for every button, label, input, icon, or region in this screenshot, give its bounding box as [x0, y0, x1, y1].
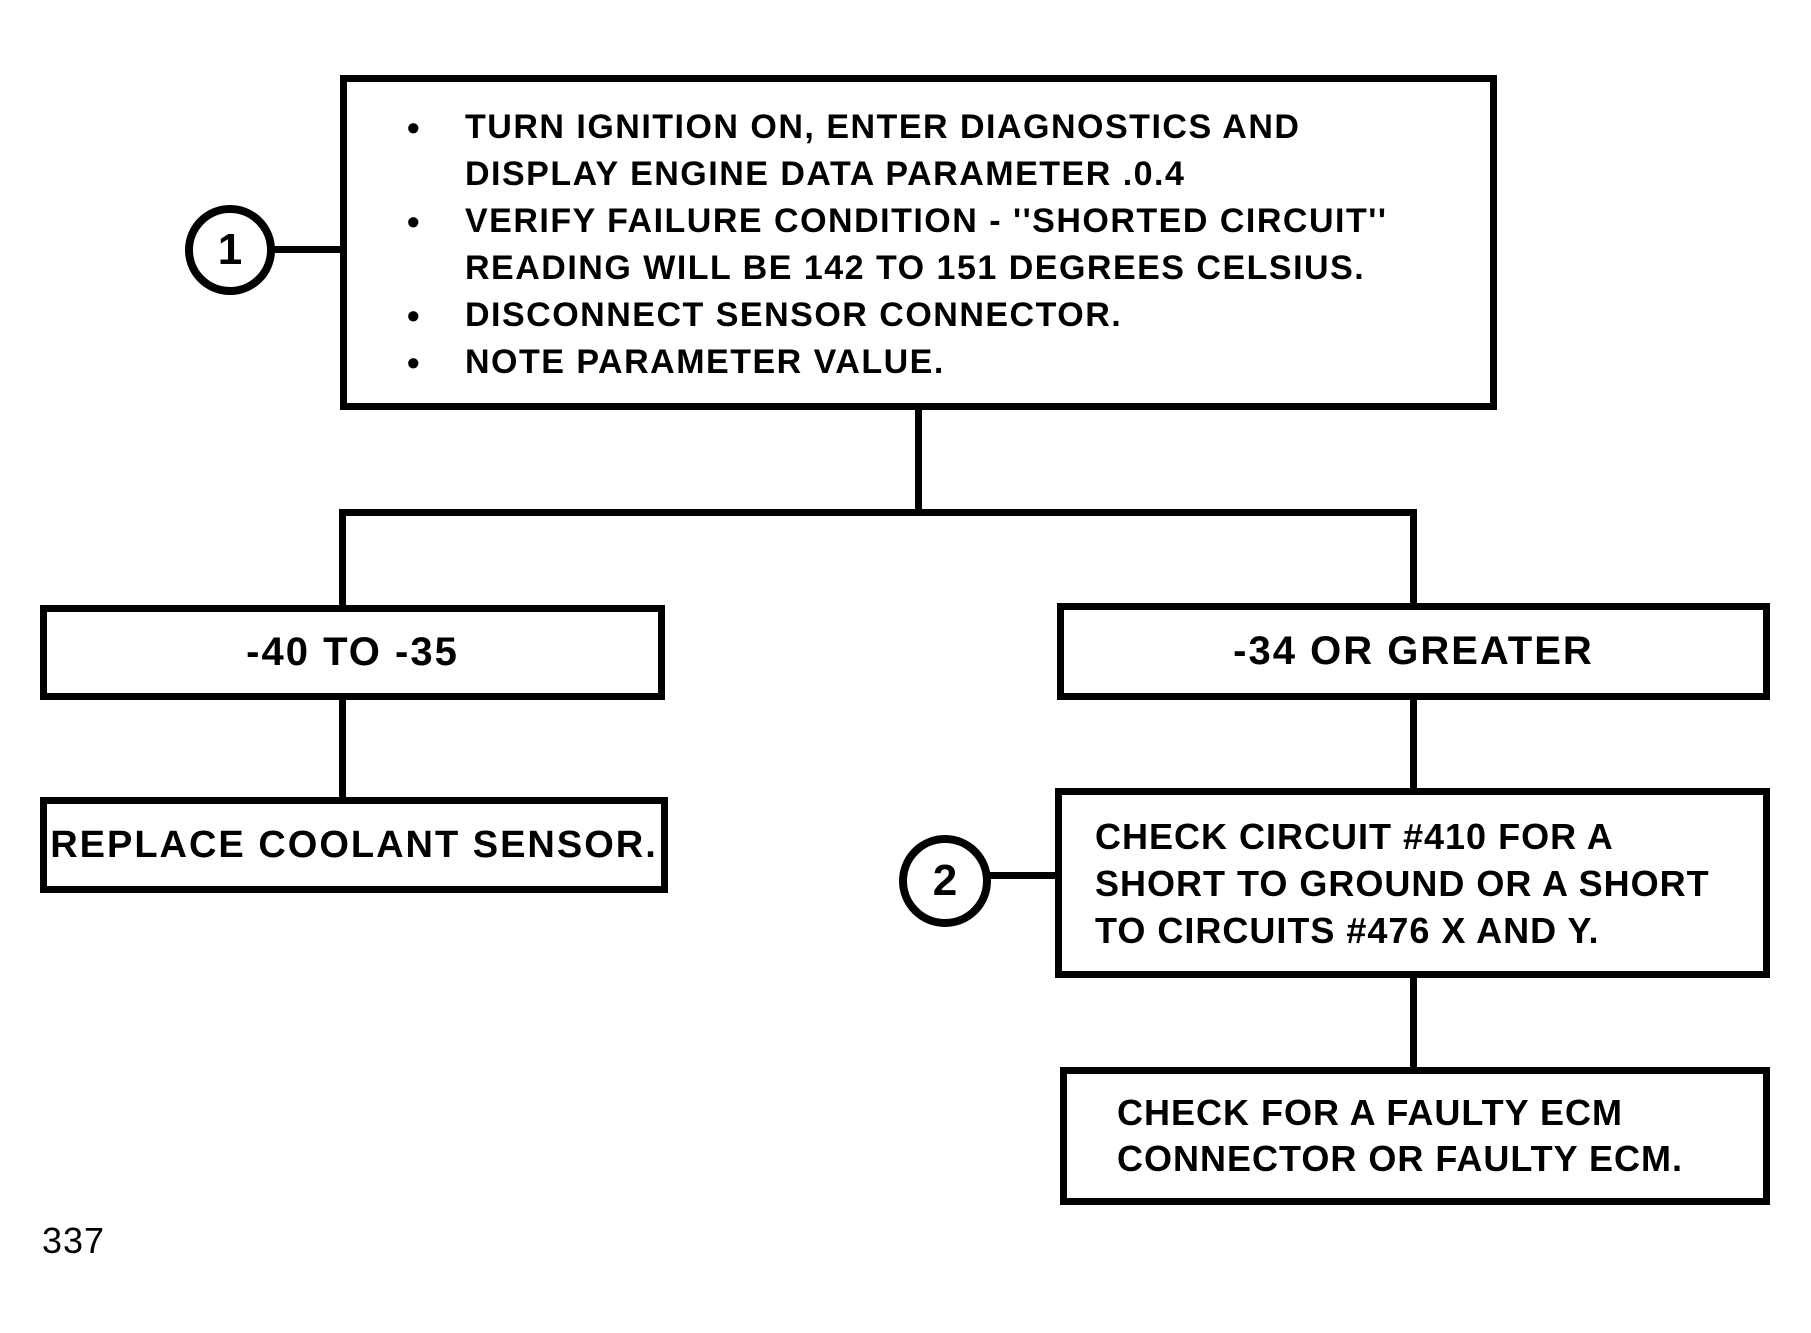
connector-badge1-to-instructions	[270, 246, 345, 253]
node-replace-sensor: REPLACE COOLANT SENSOR.	[40, 797, 668, 893]
bullet-icon: •	[407, 294, 422, 336]
instruction-line: DISPLAY ENGINE DATA PARAMETER .0.4	[407, 151, 1474, 198]
connector-left-branch	[339, 512, 346, 607]
instruction-line: • DISCONNECT SENSOR CONNECTOR.	[407, 292, 1474, 339]
range-low-label: -40 TO -35	[246, 630, 459, 674]
instruction-line: • VERIFY FAILURE CONDITION - ''SHORTED C…	[407, 198, 1474, 245]
connector-right-branch	[1410, 512, 1417, 605]
instruction-line: • TURN IGNITION ON, ENTER DIAGNOSTICS AN…	[407, 104, 1474, 151]
check-ecm-line: CHECK FOR A FAULTY ECM	[1117, 1092, 1623, 1133]
node-range-high: -34 OR GREATER	[1057, 603, 1770, 700]
step-2-number: 2	[932, 856, 958, 905]
bullet-spacer	[407, 245, 465, 292]
instruction-text: READING WILL BE 142 TO 151 DEGREES CELSI…	[465, 248, 1366, 287]
page-number: 337	[42, 1220, 106, 1261]
connector-circuit-to-ecm	[1410, 976, 1417, 1069]
node-check-ecm: CHECK FOR A FAULTY ECM CONNECTOR OR FAUL…	[1060, 1067, 1770, 1205]
check-circuit-line: TO CIRCUITS #476 X AND Y.	[1095, 909, 1600, 951]
range-high-label: -34 OR GREATER	[1233, 629, 1594, 673]
connector-badge2-to-circuit	[986, 872, 1058, 879]
replace-sensor-label: REPLACE COOLANT SENSOR.	[50, 823, 658, 866]
node-instructions: • TURN IGNITION ON, ENTER DIAGNOSTICS AN…	[340, 75, 1497, 410]
check-circuit-line: SHORT TO GROUND OR A SHORT	[1095, 862, 1710, 904]
check-ecm-line: CONNECTOR OR FAULTY ECM.	[1117, 1138, 1684, 1179]
bullet-icon: •	[407, 106, 422, 148]
instruction-text: DISPLAY ENGINE DATA PARAMETER .0.4	[465, 154, 1186, 193]
step-2-badge: 2	[899, 835, 991, 927]
step-1-badge: 1	[185, 205, 275, 295]
instruction-line: READING WILL BE 142 TO 151 DEGREES CELSI…	[407, 245, 1474, 292]
connector-rangehigh-to-circuit	[1410, 698, 1417, 790]
instruction-text: TURN IGNITION ON, ENTER DIAGNOSTICS AND	[465, 107, 1301, 146]
connector-instructions-down	[915, 408, 922, 516]
node-check-circuit: CHECK CIRCUIT #410 FOR A SHORT TO GROUND…	[1055, 788, 1770, 978]
step-1-number: 1	[217, 225, 243, 274]
instruction-text: NOTE PARAMETER VALUE.	[465, 342, 945, 381]
bullet-spacer	[407, 151, 465, 198]
bullet-icon: •	[407, 200, 422, 242]
instruction-line: • NOTE PARAMETER VALUE.	[407, 339, 1474, 386]
instruction-text: VERIFY FAILURE CONDITION - ''SHORTED CIR…	[465, 201, 1388, 240]
bullet-icon: •	[407, 341, 422, 383]
instruction-text: DISCONNECT SENSOR CONNECTOR.	[465, 295, 1123, 334]
check-circuit-line: CHECK CIRCUIT #410 FOR A	[1095, 815, 1614, 857]
connector-rangelow-to-replace	[339, 696, 346, 799]
connector-branch-bar	[339, 509, 1417, 516]
node-range-low: -40 TO -35	[40, 605, 665, 700]
